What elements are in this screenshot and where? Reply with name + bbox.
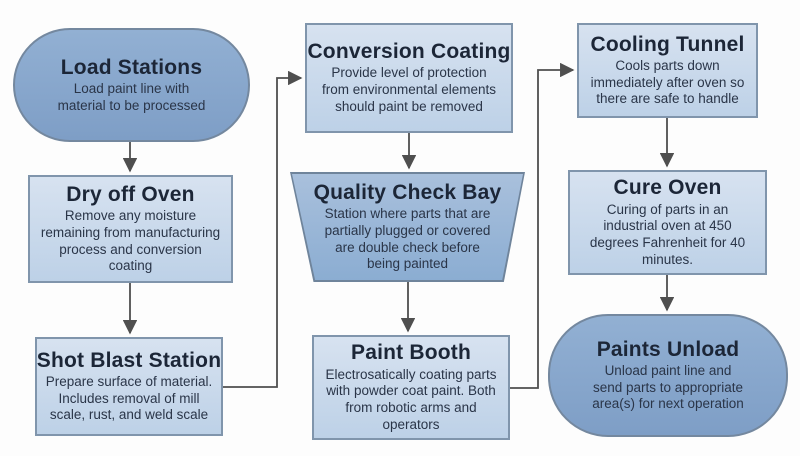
node-title: Paint Booth — [350, 341, 472, 365]
node-cure-oven: Cure Oven Curing of parts in an industri… — [568, 170, 767, 275]
node-title: Cure Oven — [613, 176, 722, 200]
node-dry-off-oven: Dry off Oven Remove any moisture remaini… — [28, 175, 233, 283]
node-title: Cooling Tunnel — [590, 32, 745, 56]
node-shot-blast-station: Shot Blast Station Prepare surface of ma… — [35, 337, 223, 436]
node-desc: Provide level of protection from environ… — [321, 65, 497, 114]
node-desc: Cools parts down immediately after oven … — [590, 57, 745, 107]
node-title: Shot Blast Station — [36, 348, 222, 372]
node-load-stations: Load Stations Load paint line with mater… — [13, 28, 250, 142]
node-paints-unload: Paints Unload Unload paint line and send… — [548, 314, 788, 437]
node-quality-check-bay: Quality Check Bay Station where parts th… — [290, 172, 525, 282]
node-desc: Remove any moisture remaining from manuf… — [40, 208, 221, 274]
node-desc: Unload paint line and send parts to appr… — [592, 362, 744, 412]
node-paint-booth: Paint Booth Electrosatically coating par… — [312, 335, 510, 440]
node-cooling-tunnel: Cooling Tunnel Cools parts down immediat… — [577, 23, 758, 118]
node-title: Conversion Coating — [307, 40, 511, 64]
node-desc: Electrosatically coating parts with powd… — [325, 366, 497, 432]
node-title: Paints Unload — [596, 337, 740, 361]
node-desc: Station where parts that are partially p… — [324, 206, 491, 272]
node-desc: Prepare surface of material. Includes re… — [45, 373, 213, 423]
node-conversion-coating: Conversion Coating Provide level of prot… — [305, 23, 513, 133]
trapezoid-fill — [292, 174, 523, 280]
node-title: Quality Check Bay — [313, 180, 502, 204]
node-desc: Curing of parts in an industrial oven at… — [589, 201, 746, 267]
node-desc: Load paint line with material to be proc… — [57, 80, 206, 113]
node-title: Dry off Oven — [66, 182, 195, 206]
node-title: Load Stations — [60, 55, 203, 79]
